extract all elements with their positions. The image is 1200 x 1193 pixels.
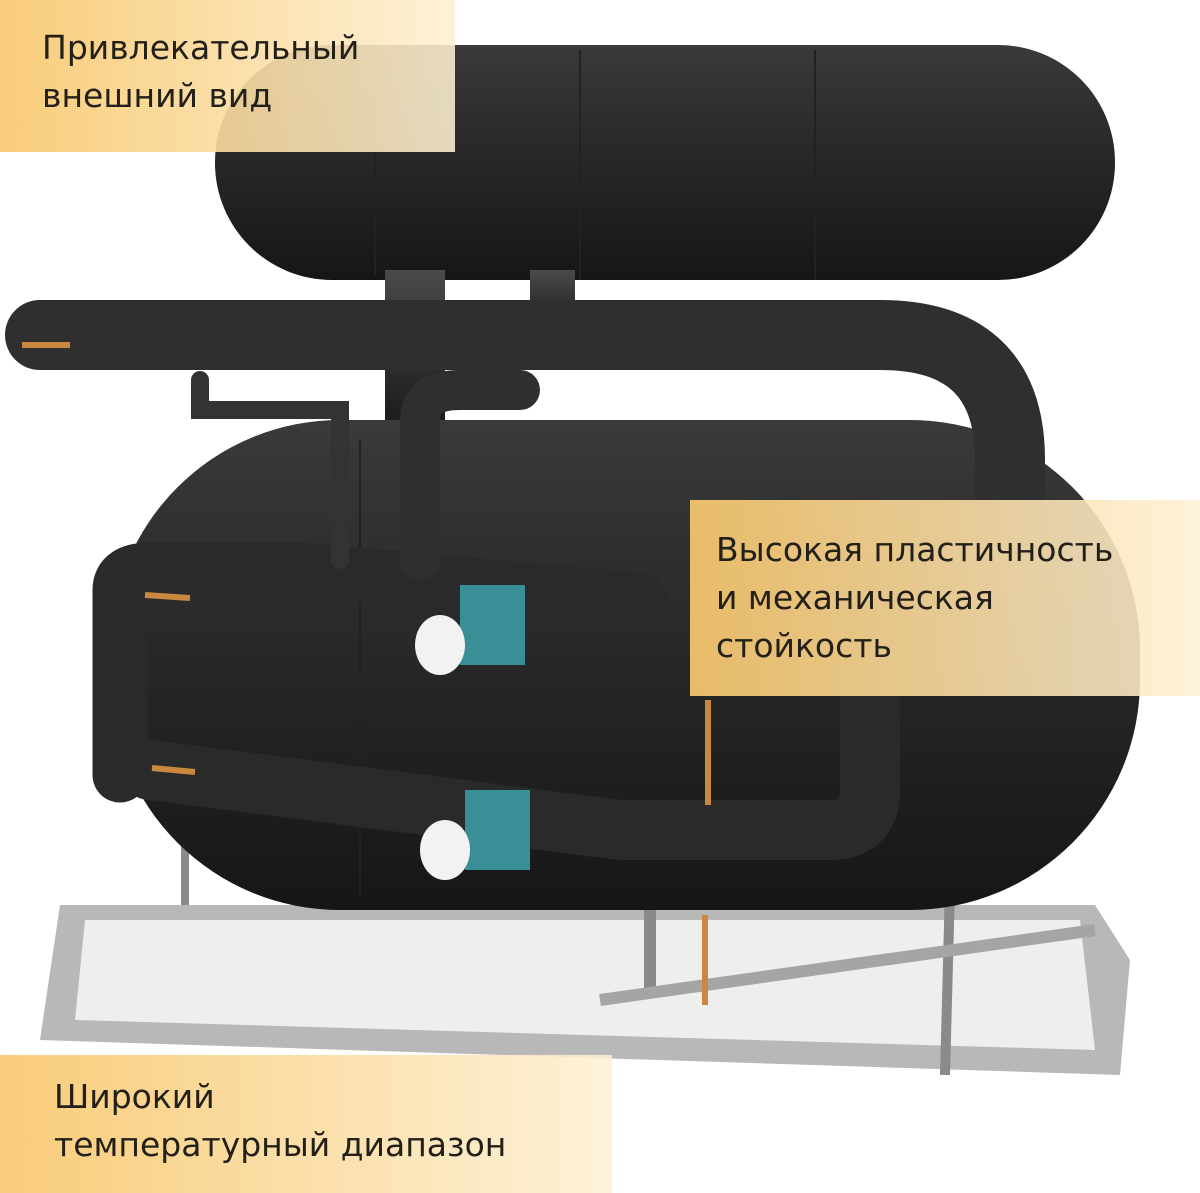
feature-text: Широкий	[54, 1077, 215, 1116]
feature-label-temperature: Широкий температурный диапазон	[0, 1055, 612, 1193]
steel-frame	[40, 420, 1130, 1076]
temperature-sensors	[22, 342, 711, 1005]
feature-text: Привлекательный	[42, 28, 360, 67]
valves	[415, 585, 530, 880]
feature-label-plasticity: Высокая пластичность и механическая стой…	[690, 500, 1200, 696]
feature-text: Высокая пластичность	[716, 530, 1114, 569]
feature-text: и механическая	[716, 578, 994, 617]
feature-label-appearance: Привлекательный внешний вид	[0, 0, 455, 152]
feature-text: температурный диапазон	[54, 1125, 507, 1164]
insulated-pipes	[5, 300, 1045, 860]
feature-text: стойкость	[716, 626, 892, 665]
feature-text: внешний вид	[42, 76, 273, 115]
